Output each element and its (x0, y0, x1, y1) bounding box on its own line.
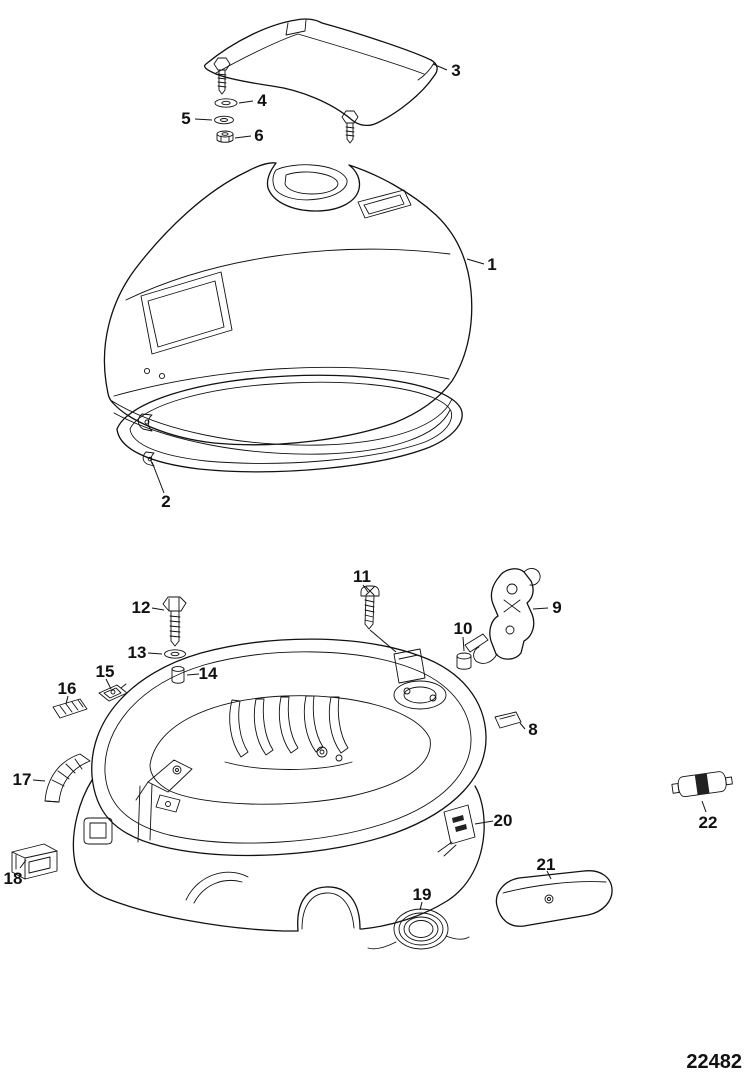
callout-4: 4 (257, 91, 267, 110)
top-cowl (103, 162, 473, 455)
bushing-14 (171, 666, 185, 684)
hose-17 (44, 753, 91, 803)
callout-14: 14 (199, 664, 218, 683)
callout-6: 6 (254, 126, 263, 145)
washer-13 (164, 649, 186, 659)
drawing-number: 22482 (686, 1051, 742, 1073)
leader-lines (19, 63, 707, 911)
callout-3: 3 (451, 61, 460, 80)
callout-20: 20 (494, 811, 513, 830)
callout-12: 12 (132, 598, 151, 617)
cover-bolt-rear (341, 110, 359, 144)
wedge-8 (494, 711, 522, 729)
callout-1: 1 (487, 255, 496, 274)
callout-5: 5 (181, 109, 190, 128)
callout-10: 10 (454, 619, 473, 638)
pouch-21 (495, 870, 613, 927)
callout-22: 22 (699, 813, 718, 832)
cover-bolt-front (213, 57, 231, 95)
callout-18: 18 (4, 869, 23, 888)
bushing-10 (456, 652, 472, 670)
callout-19: 19 (413, 885, 432, 904)
callout-13: 13 (128, 643, 147, 662)
callout-2: 2 (161, 492, 170, 511)
latch-9 (464, 568, 541, 664)
bolt-12 (162, 596, 187, 647)
callout-15: 15 (96, 662, 115, 681)
washer-4 (214, 98, 238, 108)
decal-20 (443, 804, 476, 845)
screw-11 (360, 585, 397, 653)
callout-11: 11 (353, 567, 371, 586)
pad-16 (52, 698, 88, 719)
callout-9: 9 (552, 598, 561, 617)
top-cover (203, 18, 438, 127)
tube-coil-19 (367, 908, 470, 950)
callout-21: 21 (537, 855, 556, 874)
washer-5 (214, 115, 234, 125)
cowl-seal (116, 374, 463, 473)
callout-labels: 3 4 5 6 1 2 11 12 9 10 13 14 15 16 8 17 … (4, 61, 718, 904)
bottom-cowl (72, 638, 487, 932)
clip-15 (98, 683, 128, 702)
callout-17: 17 (13, 770, 32, 789)
nut-6 (216, 130, 234, 143)
callout-8: 8 (528, 720, 537, 739)
callout-16: 16 (58, 679, 77, 698)
filter-22 (671, 771, 733, 798)
